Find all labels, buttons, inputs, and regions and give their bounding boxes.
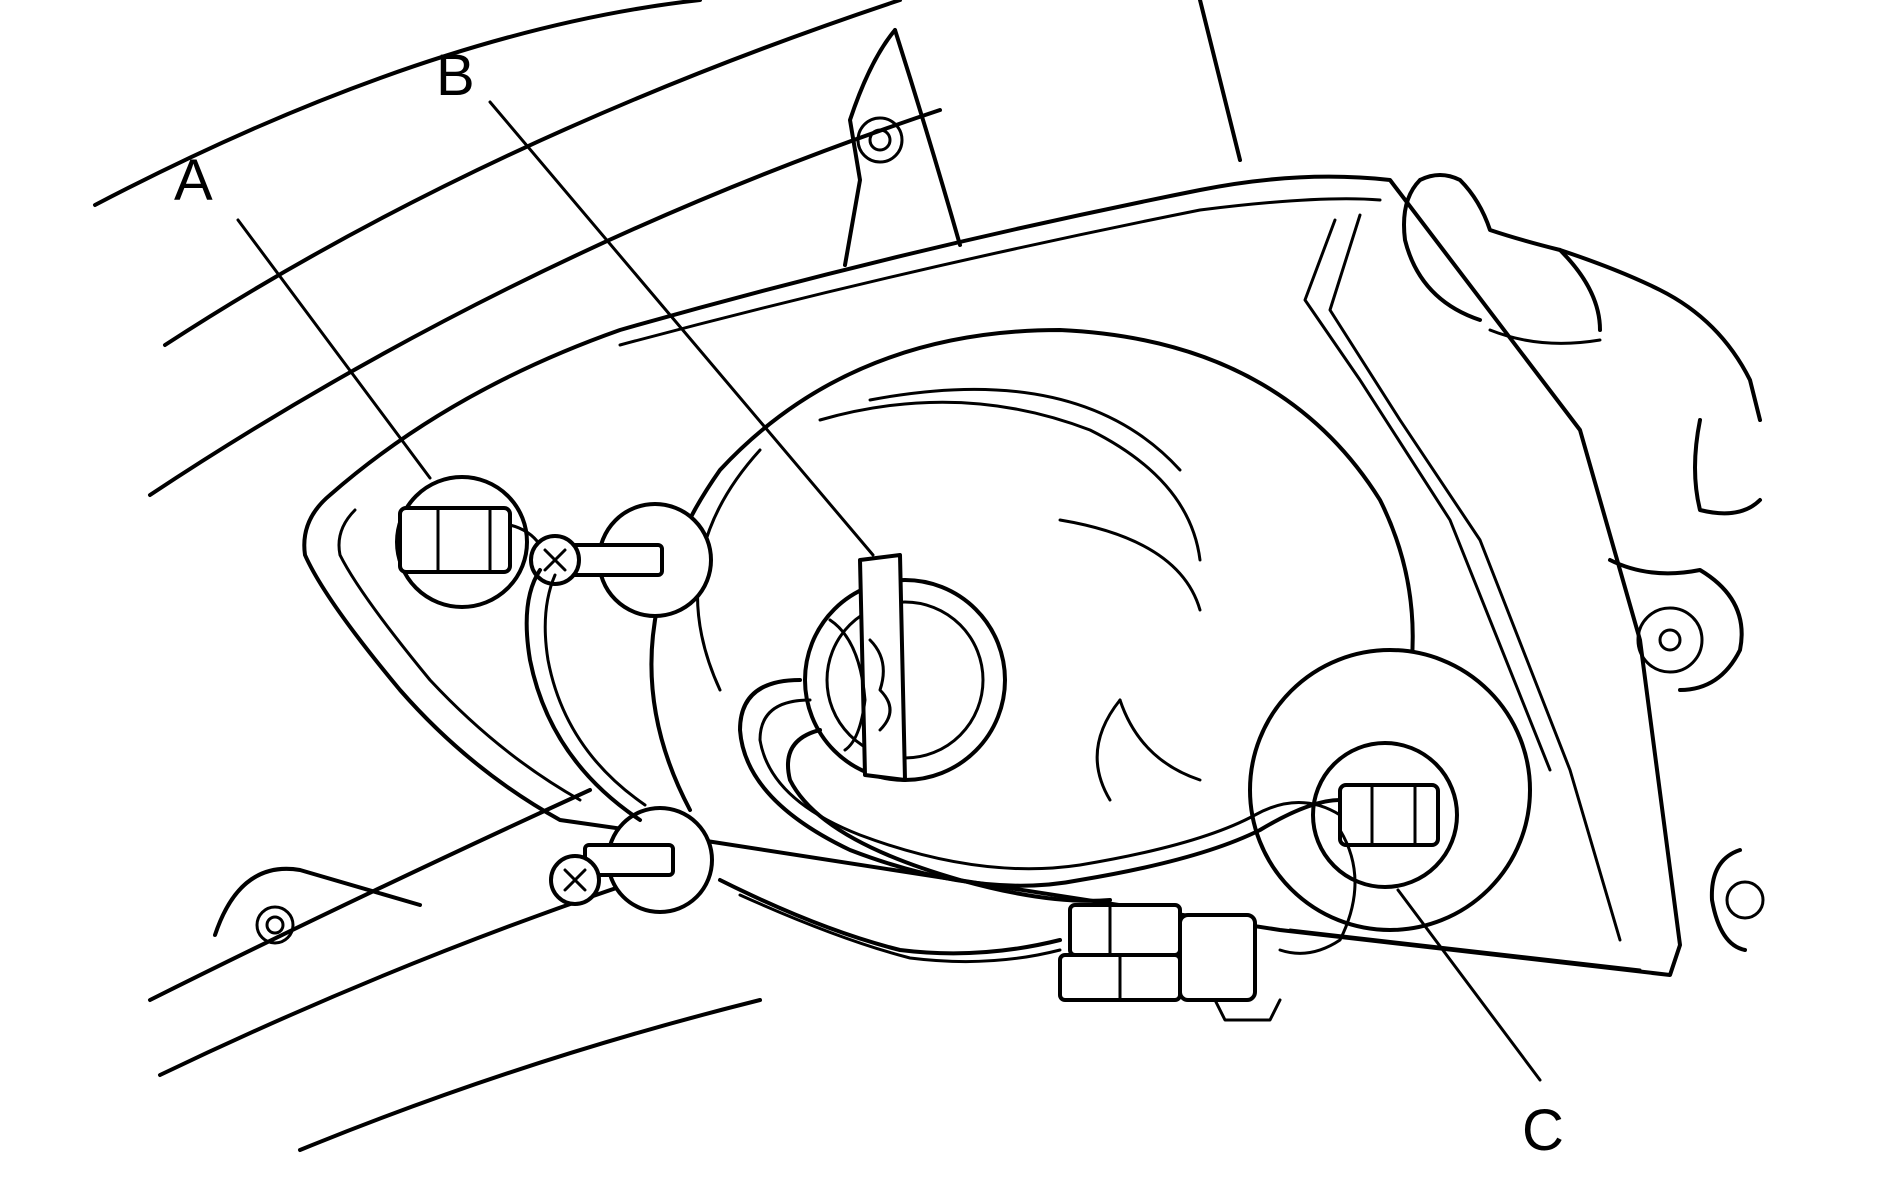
connector-upper [1068,903,1182,957]
body-panel-arcs [93,0,1242,1152]
bulb-socket-b [803,553,1007,782]
callout-leaders [236,100,1542,1082]
callout-labels: A B C [174,43,1564,1163]
upper-mounting-bracket [843,28,962,267]
harness-connectors [1058,903,1282,1022]
callout-b-leader [488,100,875,557]
callout-c-leader [1396,888,1542,1082]
bulb-socket-a [395,475,542,609]
upper-bolt-icon [856,116,904,164]
callout-a-label: A [174,148,213,213]
headlamp-housing [302,174,1682,977]
callout-c-label: C [1522,1098,1564,1163]
left-lower-bolt-icon [255,905,295,945]
right-mount-ears [1608,558,1765,952]
wiring-harness [524,568,1357,964]
right-lower-mount-hole-icon [1725,880,1765,920]
connector-housing [1178,913,1257,1002]
callout-b-label: B [436,43,475,108]
right-upper-mount-hole-icon [1636,606,1704,674]
upper-screw-assembly [529,502,713,618]
callout-a-leader [236,218,432,480]
left-lower-mount-ear [213,866,422,945]
bulb-socket-c [1248,648,1532,932]
hand [1402,173,1762,516]
lower-screw-assembly [549,806,714,914]
